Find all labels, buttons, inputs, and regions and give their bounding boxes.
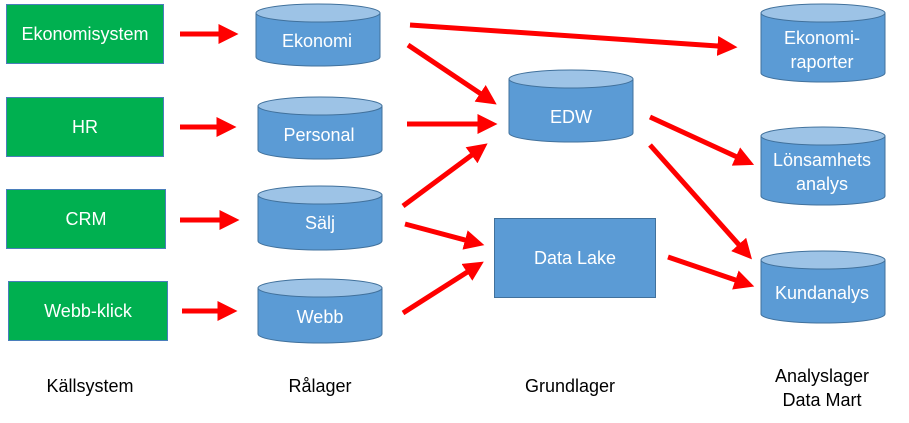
label-line-1: Analyslager [774, 366, 870, 386]
arrows-layer [180, 22, 755, 321]
source-label: Webb-klick [44, 300, 132, 321]
store-label-personal: Personal [283, 125, 355, 145]
cylinder-body [257, 105, 383, 160]
arrow-salj-to-edw [401, 143, 488, 209]
cylinder-ekonomi[interactable] [255, 3, 381, 67]
data-lake-label: Data Lake [533, 247, 617, 268]
store-label-webb: Webb [296, 307, 344, 327]
arrow-webb-to-data-lake [401, 261, 484, 316]
store-label-salj: Sälj [304, 213, 335, 233]
cylinder-body [257, 194, 383, 251]
label-line-2: Data Mart [782, 390, 862, 410]
label-line-1: Ekonomi- [783, 28, 861, 48]
store-label-lonsamhetsanalys: Lönsamhets analys [760, 144, 884, 200]
cylinder-webb[interactable] [257, 278, 383, 344]
layer-label-analysis: Analyslager Data Mart [752, 364, 892, 412]
source-label: Ekonomisystem [21, 23, 149, 44]
cylinder-top [257, 185, 383, 205]
label-line-2: analys [795, 174, 849, 194]
arrow-edw-to-kundanalys [648, 143, 752, 260]
arrow-ekonomi-to-ekonomirapporter [409, 22, 738, 56]
layer-label-base: Grundlager [524, 376, 616, 396]
cylinder-body [760, 12, 886, 83]
label-line-2: raporter [790, 52, 854, 72]
cylinder-top [255, 3, 381, 23]
cylinder-salj[interactable] [257, 185, 383, 251]
cylinder-top [760, 126, 886, 146]
source-crm[interactable]: CRM [6, 189, 166, 249]
source-ekonomisystem[interactable]: Ekonomisystem [6, 4, 164, 64]
layer-label-raw: Rålager [288, 376, 352, 396]
cylinder-kundanalys[interactable] [760, 250, 886, 324]
source-label: HR [72, 116, 98, 137]
arrow-salj-to-data-lake [404, 221, 485, 250]
source-hr[interactable]: HR [6, 97, 164, 157]
cylinder-body [508, 78, 634, 143]
cylinder-body [257, 287, 383, 344]
cylinder-body [255, 12, 381, 67]
arrow-edw-to-lonsamhetsanalys [648, 114, 755, 166]
store-label-edw: EDW [550, 107, 592, 127]
layer-label-sources: Källsystem [46, 376, 134, 396]
arrow-data-lake-to-kundanalys [667, 254, 755, 290]
store-label-ekonomi: Ekonomi [281, 31, 353, 51]
cylinder-top [257, 278, 383, 298]
cylinder-lonsamhetsanalys[interactable] [760, 126, 886, 206]
cylinder-edw[interactable] [508, 69, 634, 143]
cylinder-ekonomirapporter[interactable] [760, 3, 886, 83]
store-label-kundanalys: Kundanalys [774, 283, 870, 303]
label-line-1: Lönsamhets [772, 150, 872, 170]
cylinder-top [760, 3, 886, 23]
cylinder-body [760, 259, 886, 324]
store-label-ekonomirapporter: Ekonomi- raporter [760, 22, 884, 78]
cylinder-top [257, 96, 383, 116]
cylinder-body [760, 135, 886, 206]
cylinder-top [508, 69, 634, 89]
cylinders-layer [255, 3, 886, 344]
source-webb-klick[interactable]: Webb-klick [8, 281, 168, 341]
source-label: CRM [65, 208, 107, 229]
data-lake-box[interactable]: Data Lake [494, 218, 656, 298]
arrow-ekonomi-to-edw [406, 42, 497, 105]
cylinder-personal[interactable] [257, 96, 383, 160]
cylinder-top [760, 250, 886, 270]
